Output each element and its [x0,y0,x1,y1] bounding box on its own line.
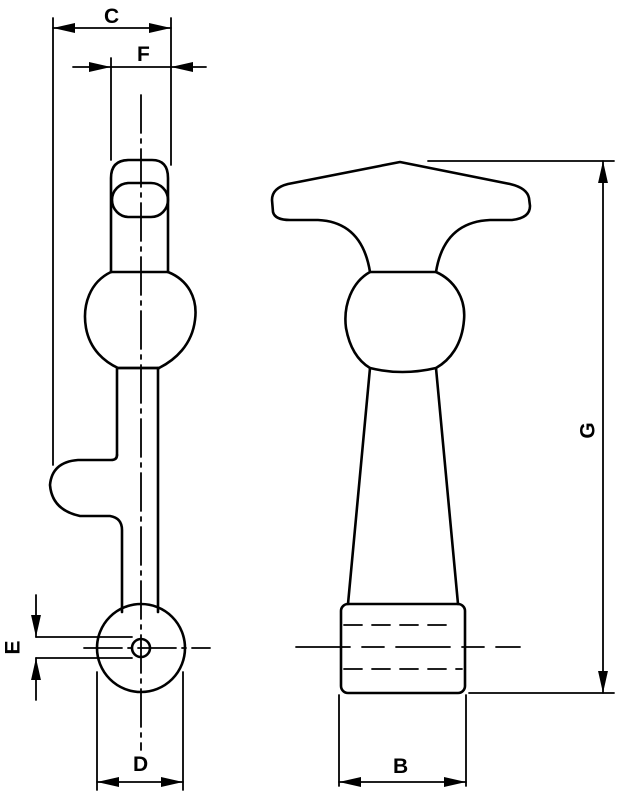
head-slot [110,181,170,219]
pivot-block [339,602,467,695]
side-hook [48,453,124,614]
shank-right [434,366,460,606]
side-centerlines [83,94,211,751]
front-ball [344,270,466,374]
dimensions [31,17,615,791]
block-hidden-lines [343,624,463,670]
front-view [270,160,532,695]
dimension-label-f: F [137,43,150,66]
side-view [48,158,197,694]
dimension-label-d: D [133,753,149,776]
dimension-label-b: B [393,755,409,778]
dimension-label-c: C [104,5,120,28]
dimension-label-e: E [1,640,25,655]
shank-left [346,366,372,606]
dimension-label-g: G [576,422,600,439]
t-handle [270,160,532,274]
